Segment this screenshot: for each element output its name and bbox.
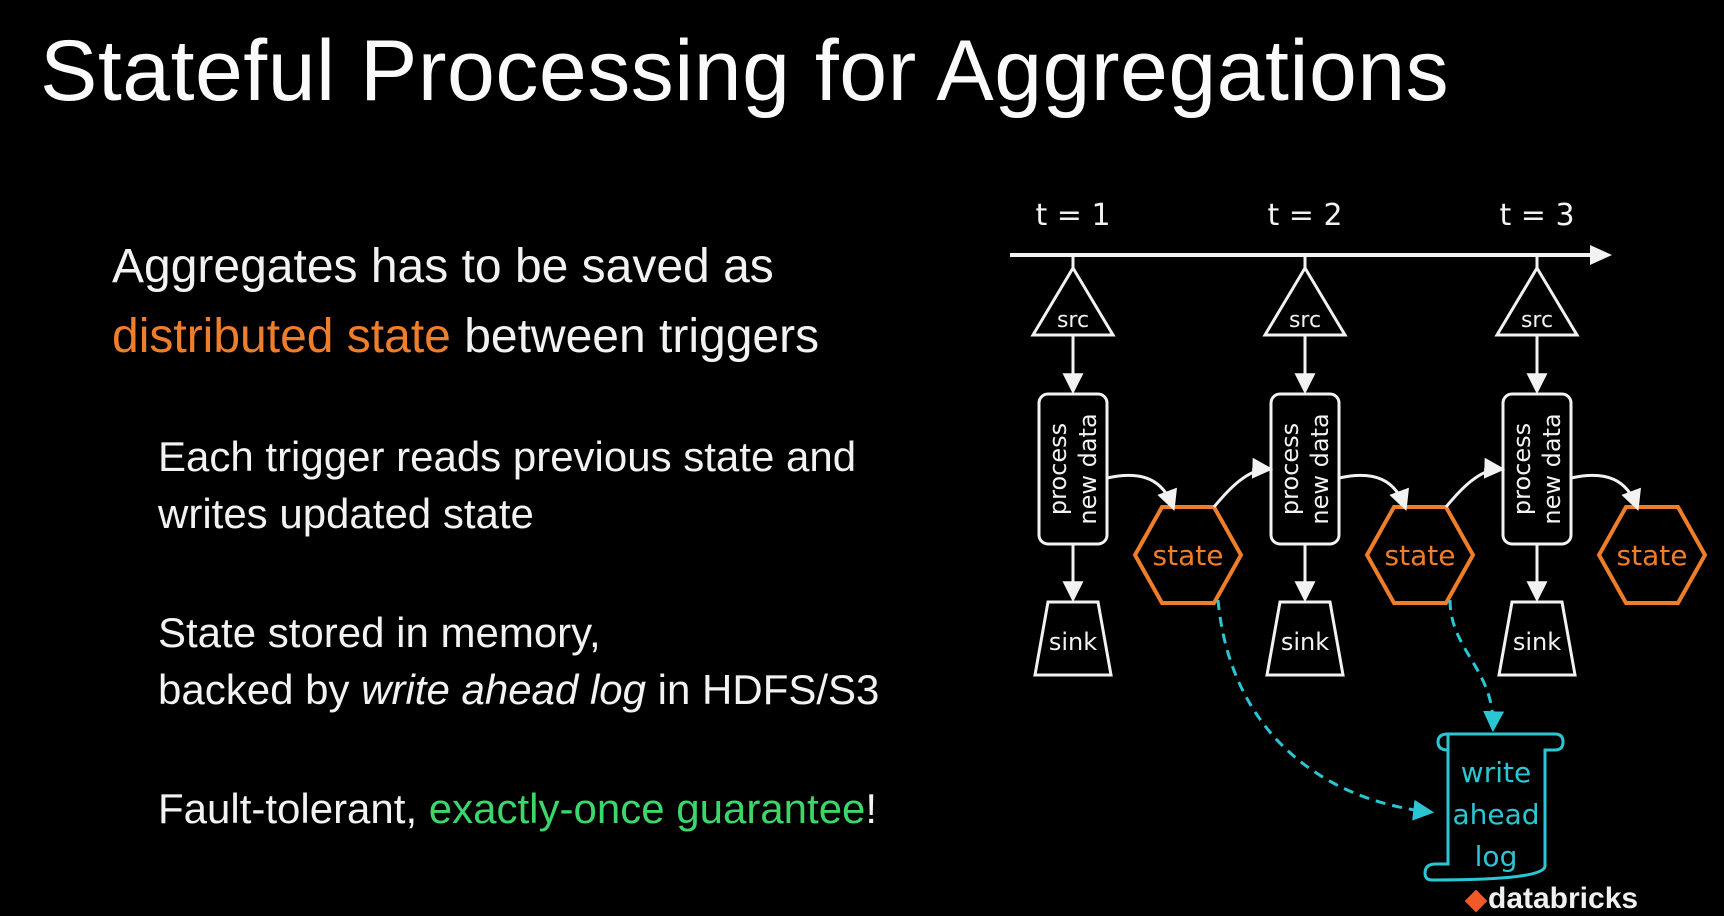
sub-bullet-memory: State stored in memory, backed by write … — [158, 604, 879, 718]
time-label-3: t = 3 — [1499, 198, 1574, 233]
sub-bullet-memory-prefix: backed by — [158, 666, 362, 713]
state-label-2: state — [1385, 539, 1456, 572]
sub-bullet-fault-suffix: ! — [865, 785, 878, 832]
src-label-3: src — [1521, 308, 1553, 333]
sink-label-1: sink — [1049, 628, 1097, 656]
timeline-arrowhead — [1590, 245, 1612, 265]
process-to-state-arrow-1 — [1106, 473, 1178, 511]
main-bullet: Aggregates has to be saved as distribute… — [112, 232, 819, 372]
slide-title: Stateful Processing for Aggregations — [40, 23, 1450, 119]
sink-label-3: sink — [1513, 628, 1561, 656]
sub-bullet-fault-tolerant: Fault-tolerant, exactly-once guarantee! — [158, 780, 877, 837]
wal-label-log: log — [1475, 840, 1518, 873]
state-label-1: state — [1153, 539, 1224, 572]
process-to-state-arrow-2 — [1338, 473, 1410, 511]
sub-bullet-trigger-line1: Each trigger reads previous state and — [158, 433, 857, 480]
process-label-line2-1: new data — [1074, 413, 1102, 524]
distributed-state-highlight: distributed state — [112, 310, 451, 363]
write-ahead-log-emphasis: write ahead log — [361, 666, 646, 713]
sub-bullet-trigger: Each trigger reads previous state and wr… — [158, 428, 856, 542]
time-label-1: t = 1 — [1035, 198, 1110, 233]
sub-bullet-memory-line1: State stored in memory, — [158, 609, 601, 656]
sub-bullet-trigger-line2: writes updated state — [158, 490, 534, 537]
sub-bullet-memory-suffix: in HDFS/S3 — [646, 666, 880, 713]
main-bullet-line2: distributed state between triggers — [112, 302, 819, 372]
wal-label-write: write — [1461, 756, 1531, 789]
state-label-3: state — [1617, 539, 1688, 572]
process-to-state-arrow-3 — [1570, 473, 1642, 511]
src-label-2: src — [1289, 308, 1321, 333]
main-bullet-line2-rest: between triggers — [450, 310, 820, 363]
sub-bullet-memory-line2: backed by write ahead log in HDFS/S3 — [158, 661, 879, 718]
process-label-line1-1: process — [1044, 423, 1072, 515]
state-to-next-process-arrow-2 — [1444, 457, 1506, 508]
write-ahead-log-scroll — [1423, 732, 1565, 882]
time-label-2: t = 2 — [1267, 198, 1342, 233]
wal-arrow-from-state-2 — [1448, 599, 1505, 733]
process-label-line2-3: new data — [1538, 413, 1566, 524]
wal-label-ahead: ahead — [1452, 798, 1539, 831]
process-label-line1-3: process — [1508, 423, 1536, 515]
main-bullet-line1: Aggregates has to be saved as — [112, 240, 774, 293]
sub-bullet-fault-prefix: Fault-tolerant, — [158, 785, 429, 832]
sink-shape-2 — [1265, 600, 1345, 677]
process-label-line2-2: new data — [1306, 413, 1334, 524]
process-label-line1-2: process — [1276, 423, 1304, 515]
sink-shape-1 — [1033, 600, 1113, 677]
src-label-1: src — [1057, 308, 1089, 333]
state-to-next-process-arrow-1 — [1212, 457, 1274, 508]
exactly-once-highlight: exactly-once guarantee — [428, 785, 866, 832]
sink-shape-3 — [1497, 600, 1577, 677]
databricks-logo-text: databricks — [1488, 882, 1639, 915]
sink-label-2: sink — [1281, 628, 1329, 656]
